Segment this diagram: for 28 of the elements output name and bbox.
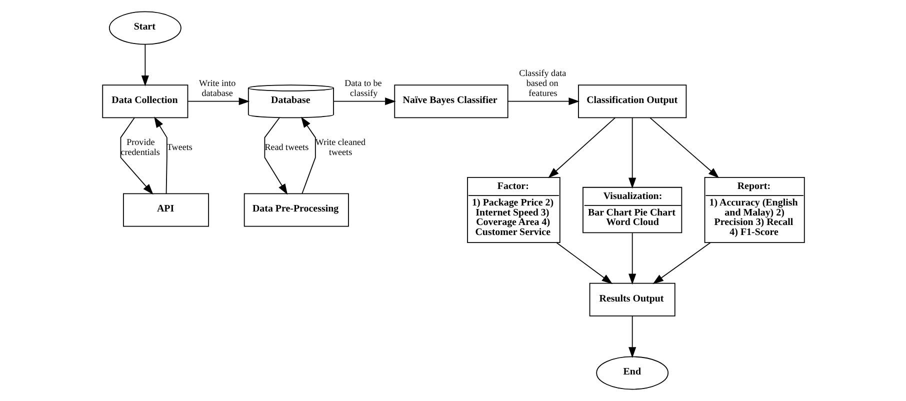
arrow [120, 117, 153, 195]
arrow [154, 116, 167, 194]
arrow [300, 116, 316, 194]
arrow [507, 98, 580, 106]
node-box: Data Collection [102, 84, 188, 118]
node-box: API [122, 193, 209, 227]
arrow [556, 242, 612, 284]
arrow [649, 117, 719, 178]
arrow [264, 117, 288, 195]
arrow [652, 242, 710, 284]
edge-label: Write into database [198, 78, 236, 98]
edge-label: Classify data based on features [518, 68, 566, 98]
arrow [548, 117, 616, 178]
node-box: Classification Output [578, 84, 686, 118]
arrow [628, 117, 636, 189]
arrow [332, 98, 396, 106]
edge-label: Read tweets [264, 142, 308, 152]
edge-label: Data to be classify [344, 78, 382, 98]
node-ellipse: End [596, 356, 668, 390]
arrow [628, 232, 636, 285]
arrow [186, 98, 250, 106]
arrow [140, 44, 148, 86]
edge-label: Provide credentials [120, 136, 160, 157]
node-box: Naïve Bayes Classifier [394, 84, 508, 118]
node-box: Results Output [588, 282, 675, 316]
arrow [628, 316, 636, 358]
node-box: Data Pre-Processing [243, 193, 348, 227]
node-ellipse: Start [108, 11, 181, 45]
